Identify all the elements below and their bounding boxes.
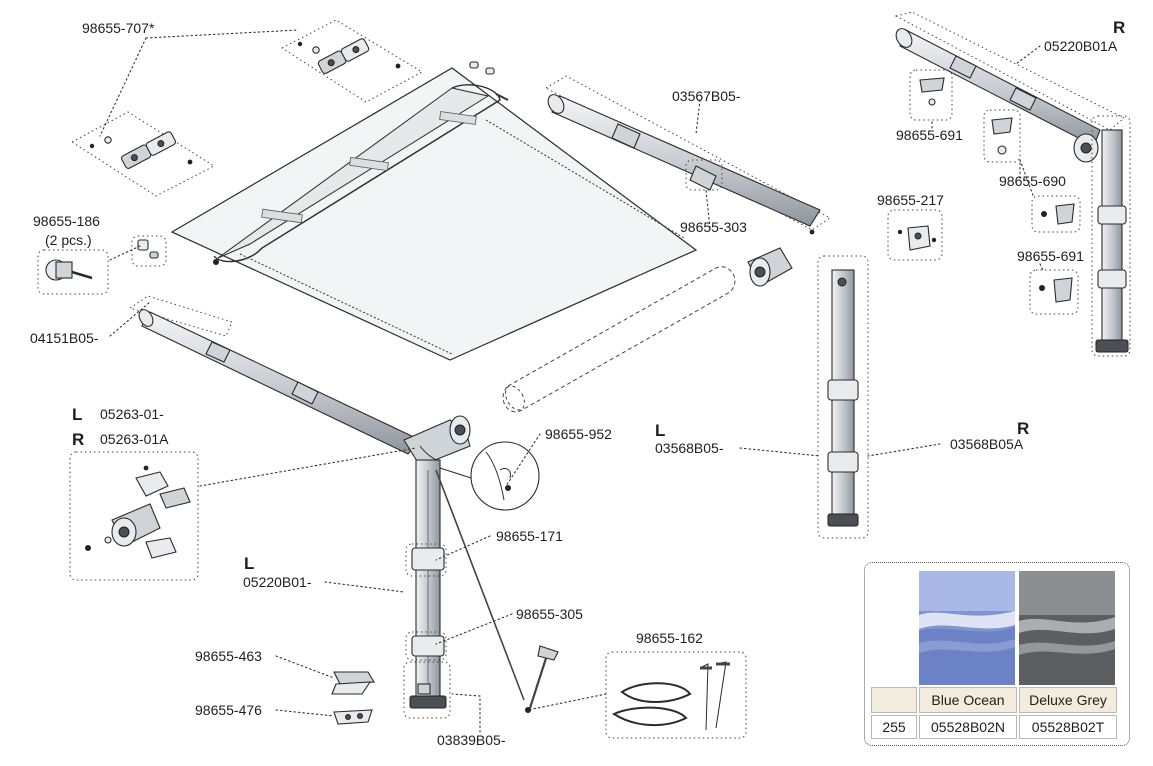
swatch-name-blue-ocean: Blue Ocean: [919, 687, 1017, 713]
upper-right-arm: [894, 11, 1125, 163]
part-labels: 98655-707* 98655-186 (2 pcs.) 04151B05- …: [30, 18, 1125, 748]
tension-rod: [435, 469, 559, 713]
strap-kit-box: [605, 651, 747, 739]
label-98655-186: 98655-186: [33, 213, 100, 229]
label-98655-476: 98655-476: [195, 702, 262, 718]
detail-bubble: [439, 441, 540, 511]
label-2-pcs: (2 pcs.): [45, 232, 92, 248]
label-98655-305: 98655-305: [516, 606, 583, 622]
bracket-box-upper: [281, 19, 424, 103]
label-side-right-05220: R: [1113, 18, 1125, 37]
hinge-bracket-box: [887, 209, 943, 261]
label-98655-162: 98655-162: [636, 630, 703, 646]
blue-ocean-swatch: [919, 571, 1015, 685]
roller-end-cap: [747, 247, 793, 287]
label-side-left-05263: L: [72, 405, 82, 424]
label-03567B05: 03567B05-: [672, 88, 741, 104]
label-98655-217: 98655-217: [877, 192, 944, 208]
label-05220B01: 05220B01-: [243, 574, 312, 590]
label-side-left-03568: L: [655, 421, 665, 440]
label-03568B05: 03568B05-: [655, 440, 724, 456]
swatch-header-blank: [871, 687, 917, 713]
label-side-left-05220: L: [244, 554, 254, 573]
label-98655-952: 98655-952: [545, 426, 612, 442]
swatch-code-deluxe-grey: 05528B02T: [1019, 715, 1117, 739]
label-98655-303: 98655-303: [680, 219, 747, 235]
awning-fabric: [170, 67, 698, 361]
fabric-top-screws: [469, 61, 495, 75]
label-98655-690: 98655-690: [999, 173, 1066, 189]
left-leg: [403, 459, 451, 719]
label-05220B01A: 05220B01A: [1044, 38, 1118, 54]
label-98655-463: 98655-463: [195, 648, 262, 664]
deluxe-grey-swatch: [1019, 571, 1115, 685]
left-rafter-arm: [128, 295, 421, 455]
label-side-right-03568: R: [1017, 419, 1029, 438]
clip-691-lower: [1029, 269, 1079, 315]
swatch-name-deluxe-grey: Deluxe Grey: [1019, 687, 1117, 713]
foot-plate-476: [333, 709, 373, 725]
label-98655-691-lower: 98655-691: [1017, 248, 1084, 264]
middle-leg: [817, 255, 869, 539]
upper-right-leg: [1091, 115, 1131, 357]
left-corner-head: [403, 415, 471, 467]
bracket-box-lower: [71, 111, 216, 197]
label-05263-01: 05263-01-: [100, 406, 164, 422]
swatch-row-label: 255: [871, 715, 917, 739]
label-03839B05: 03839B05-: [437, 732, 506, 748]
label-98655-171: 98655-171: [496, 528, 563, 544]
swatch-code-blue-ocean: 05528B02N: [919, 715, 1017, 739]
right-rafter-arm: [544, 75, 831, 235]
label-05263-01A: 05263-01A: [100, 431, 169, 447]
leader-lines: [99, 29, 1045, 733]
label-03568B05A: 03568B05A: [950, 436, 1024, 452]
clip-690: [983, 109, 1081, 233]
corner-hardware-box: [69, 451, 199, 581]
label-98655-691-upper: 98655-691: [896, 127, 963, 143]
clip-691-upper: [909, 69, 953, 121]
foot-bracket-463: [331, 671, 375, 695]
label-04151B05: 04151B05-: [30, 330, 99, 346]
fabric-color-table: Blue Ocean Deluxe Grey 255 05528B02N 055…: [864, 562, 1130, 746]
label-98655-707: 98655-707*: [82, 20, 155, 36]
roller-tube-outline: [502, 266, 736, 413]
end-cap-box: [37, 235, 167, 295]
label-side-right-05263: R: [72, 430, 84, 449]
